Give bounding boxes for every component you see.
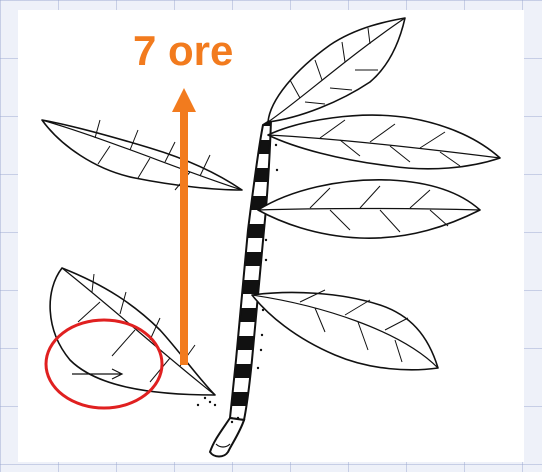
stem — [210, 120, 271, 457]
leaf-right-middle — [258, 180, 480, 238]
time-label: 7 ore — [133, 30, 233, 72]
leaf-top-right — [268, 18, 405, 122]
leaf-right-upper — [268, 115, 500, 169]
leaf-right-lower — [252, 290, 438, 370]
leaf-left-lower — [50, 268, 215, 395]
leaf-left-upper — [42, 120, 242, 190]
growth-arrow — [172, 88, 196, 365]
